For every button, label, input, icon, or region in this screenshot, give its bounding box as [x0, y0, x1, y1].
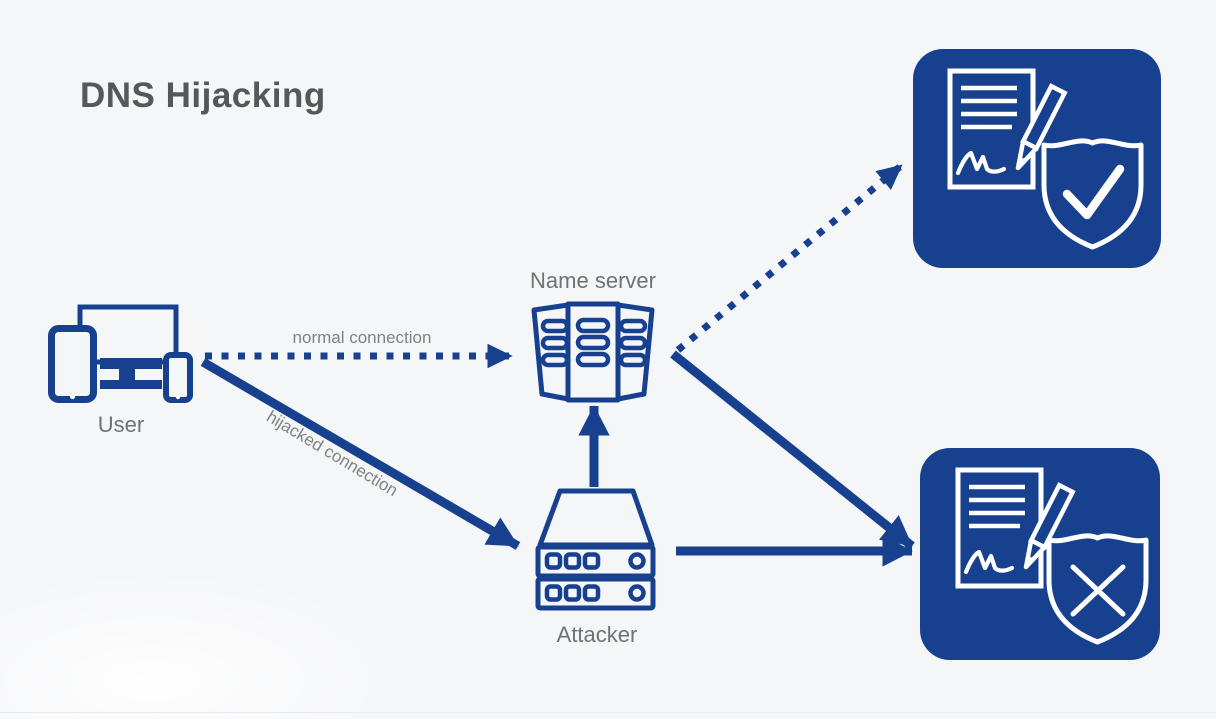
- server-rack-icon: [531, 301, 655, 403]
- tablet: [48, 325, 97, 403]
- legitimate-site-tile: [913, 49, 1161, 268]
- edge-nameserver-to-fake-site: [670, 350, 915, 550]
- edge-hijacked-connection: [200, 358, 521, 550]
- attacker-label: Attacker: [556, 622, 638, 647]
- bottom-edge-line: [0, 712, 1216, 713]
- name-server-label: Name server: [530, 268, 656, 293]
- user-label: User: [97, 412, 145, 437]
- router-device-icon: [535, 488, 656, 611]
- fake-site-tile: [920, 448, 1160, 660]
- page-title: DNS Hijacking: [80, 76, 326, 115]
- normal-connection-label: normal connection: [292, 328, 432, 347]
- edge-nameserver-to-legitimate-site: [675, 162, 905, 353]
- user-devices-icon: [48, 304, 193, 403]
- monitor-stand: [100, 358, 162, 389]
- smartphone: [163, 352, 193, 403]
